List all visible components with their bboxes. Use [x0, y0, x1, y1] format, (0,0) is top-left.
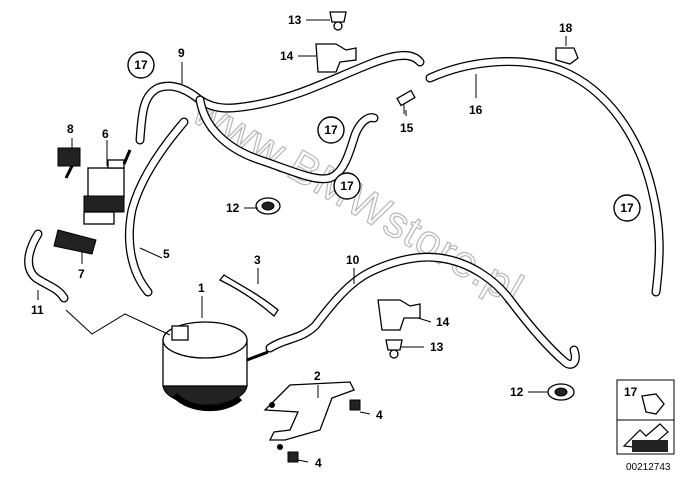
circled-17-d: 17	[613, 194, 641, 222]
hose-5	[124, 117, 189, 297]
svg-text:17: 17	[340, 179, 354, 193]
canister	[162, 321, 269, 412]
callout-2: 2	[314, 369, 321, 383]
hose-9	[135, 51, 425, 145]
clamp-12b	[547, 383, 575, 401]
callout-11: 11	[31, 303, 44, 317]
svg-text:17: 17	[324, 123, 338, 137]
callout-6: 6	[102, 127, 109, 141]
pad	[53, 229, 97, 255]
callout-14a: 14	[280, 49, 294, 63]
callout-7: 7	[78, 267, 85, 281]
svg-text:17: 17	[134, 58, 148, 72]
legend-clip-icon	[641, 393, 665, 415]
callout-14b: 14	[436, 315, 450, 329]
clamp-12a	[255, 197, 281, 215]
strip	[218, 274, 279, 317]
callout-9: 9	[178, 46, 185, 60]
callout-4b: 4	[315, 456, 322, 470]
hose-16	[425, 57, 664, 297]
circled-17-c: 17	[333, 172, 361, 200]
callout-5: 5	[163, 247, 170, 261]
circled-17-b: 17	[317, 116, 345, 144]
connector	[57, 147, 81, 179]
valve	[83, 149, 132, 225]
hose-10	[265, 252, 580, 369]
hose-9-branch	[195, 95, 379, 184]
plug-13a	[329, 11, 347, 31]
clip-18	[555, 47, 579, 65]
legend: 17	[616, 379, 675, 455]
svg-text:17: 17	[620, 201, 634, 215]
diagram-id: 00212743	[626, 462, 671, 473]
callout-numbers: 1 2 3 4 4 5 6 7 8 9 10 11 12 12 13 13 14…	[31, 13, 573, 470]
callout-10: 10	[346, 253, 360, 267]
callout-4a: 4	[376, 408, 383, 422]
callout-8: 8	[67, 122, 74, 136]
legend-label: 17	[624, 385, 638, 399]
screw-4b	[287, 451, 309, 463]
holder-14b	[377, 299, 421, 331]
screw-4a	[349, 399, 371, 415]
holder-14a	[315, 43, 357, 73]
callout-15: 15	[400, 121, 414, 135]
plug-13b	[385, 339, 403, 359]
callout-13a: 13	[288, 13, 302, 27]
hose-11	[24, 229, 69, 303]
callout-3: 3	[254, 253, 261, 267]
circled-17-a: 17	[127, 51, 155, 79]
leader-lines	[37, 19, 567, 398]
callout-12b: 12	[510, 385, 524, 399]
connector-15	[396, 89, 416, 114]
callout-1: 1	[198, 281, 205, 295]
bracket	[263, 381, 355, 450]
callout-16: 16	[469, 103, 483, 117]
callout-12a: 12	[226, 201, 240, 215]
callout-13b: 13	[430, 340, 444, 354]
callout-18: 18	[559, 21, 573, 35]
